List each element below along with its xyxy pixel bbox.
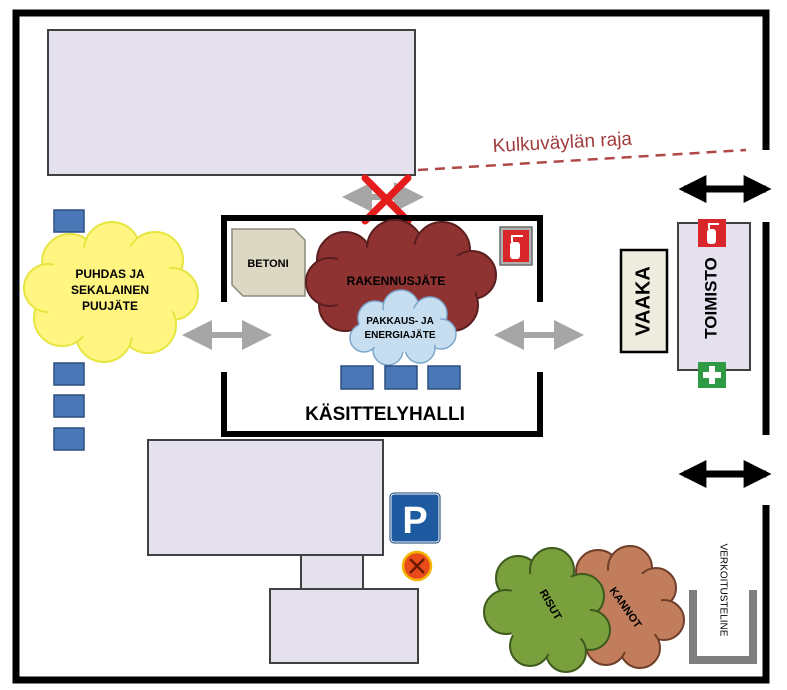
fire-extinguisher-icon	[698, 219, 726, 247]
walkway-boundary-label: Kulkuväylän raja	[492, 129, 633, 157]
concrete-area	[231, 228, 306, 297]
construction-waste-label: RAKENNUSJÄTE	[347, 273, 446, 288]
processing-hall-label: KÄSITTELYHALLI	[305, 404, 465, 425]
building-top	[47, 29, 416, 176]
blue-bin	[384, 365, 418, 390]
scale-label: VAAKA	[632, 266, 654, 336]
blue-bin	[427, 365, 461, 390]
blue-bin	[53, 394, 85, 418]
first-aid-icon	[698, 362, 726, 388]
processing-hall-wall-bottom	[221, 372, 543, 437]
blue-bin	[53, 427, 85, 451]
wood-waste-cloud-core	[42, 244, 178, 340]
walkway-boundary-line	[417, 148, 747, 172]
fire-extinguisher-icon	[499, 226, 533, 266]
net-rack	[689, 590, 757, 664]
blue-bin	[340, 365, 374, 390]
processing-hall-wall-top	[221, 215, 543, 302]
packaging-waste-cloud-core	[358, 308, 446, 352]
packaging-waste-label-line2: ENERGIAJÄTE	[364, 328, 435, 341]
parking-letter: P	[402, 500, 427, 542]
site-wall	[12, 9, 770, 684]
wood-waste-label-line1: PUHDAS JA	[75, 267, 145, 281]
building-bottom-annex	[269, 588, 419, 664]
blue-bin	[53, 209, 85, 233]
brushwood-bush-core	[506, 570, 590, 654]
building-bottom-main	[147, 439, 384, 556]
office-building	[677, 222, 751, 371]
net-rack-label: VERKOITUSTELINE	[717, 544, 728, 637]
wood-waste-label-line3: PUUJÄTE	[82, 298, 138, 313]
concrete-area-label: BETONI	[247, 258, 288, 270]
packaging-waste-label-line1: PAKKAUS- JA	[366, 316, 434, 327]
red-cross-icon	[361, 174, 412, 225]
office-label: TOIMISTO	[701, 257, 720, 339]
wood-waste-label-line2: SEKALAINEN	[71, 283, 149, 297]
scale-box	[619, 248, 669, 354]
no-entry-icon	[401, 550, 433, 582]
building-bottom-connector	[300, 554, 364, 591]
blue-bin	[53, 362, 85, 386]
parking-sign-icon: P	[388, 491, 442, 545]
